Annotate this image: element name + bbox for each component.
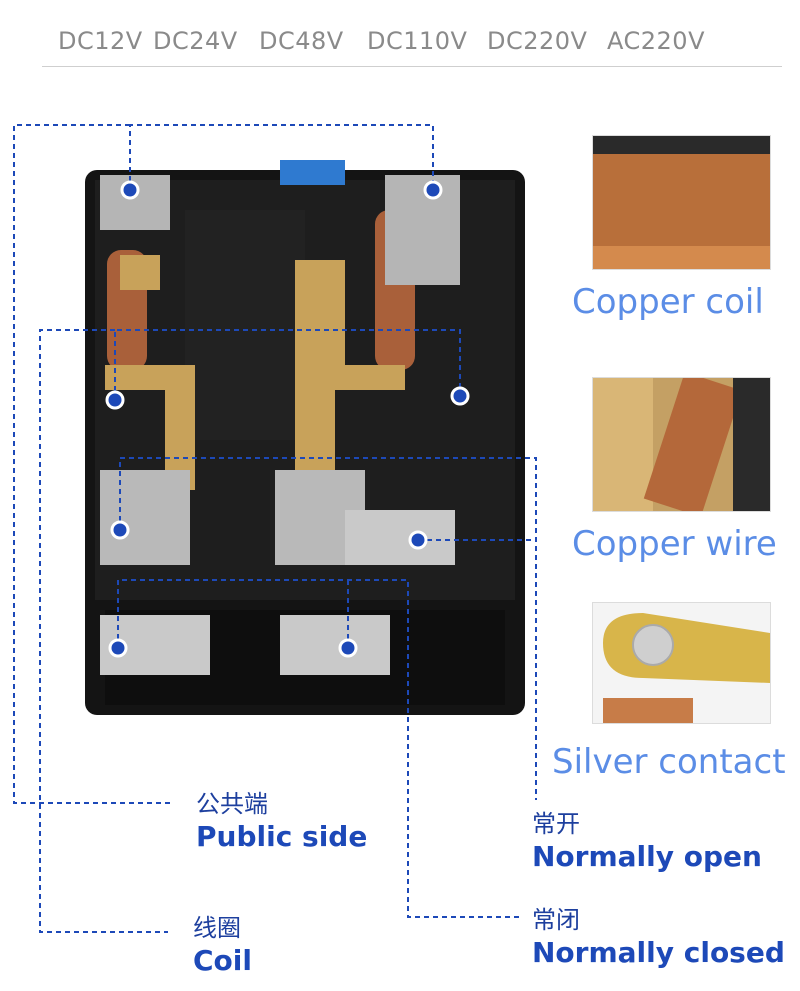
copper-coil-placeholder bbox=[593, 136, 770, 269]
coil-label-en: Coil bbox=[193, 944, 252, 977]
divider-line bbox=[42, 66, 782, 67]
voltage-dc24v: DC24V bbox=[153, 27, 238, 55]
voltage-dc220v: DC220V bbox=[487, 27, 588, 55]
public-side-label-cn: 公共端 bbox=[196, 790, 268, 818]
normally-open-label: 常开 Normally open bbox=[532, 808, 762, 874]
voltage-options: DC12V DC24V DC48V DC110V DC220V AC220V bbox=[0, 27, 800, 57]
normally-closed-label: 常闭 Normally closed bbox=[532, 904, 785, 970]
voltage-dc12v: DC12V bbox=[58, 27, 143, 55]
copper-wire-placeholder bbox=[593, 378, 770, 511]
copper-coil-photo bbox=[592, 135, 771, 270]
voltage-dc48v: DC48V bbox=[259, 27, 344, 55]
public-side-label-en: Public side bbox=[196, 820, 368, 853]
relay-photo-placeholder bbox=[85, 160, 525, 715]
normally-closed-label-cn: 常闭 bbox=[532, 906, 580, 934]
coil-label-cn: 线圈 bbox=[193, 914, 241, 942]
voltage-dc110v: DC110V bbox=[367, 27, 468, 55]
normally-open-label-cn: 常开 bbox=[532, 810, 580, 838]
voltage-ac220v: AC220V bbox=[607, 27, 705, 55]
copper-coil-caption: Copper coil bbox=[572, 282, 764, 322]
normally-open-label-en: Normally open bbox=[532, 840, 762, 873]
silver-contact-placeholder bbox=[593, 603, 770, 723]
public-side-label: 公共端 Public side bbox=[196, 788, 367, 854]
coil-label: 线圈 Coil bbox=[193, 912, 252, 978]
silver-contact-photo bbox=[592, 602, 771, 724]
relay-photo bbox=[45, 150, 530, 720]
normally-closed-label-en: Normally closed bbox=[532, 936, 785, 969]
copper-wire-caption: Copper wire bbox=[572, 524, 777, 564]
copper-wire-photo bbox=[592, 377, 771, 512]
silver-contact-caption: Silver contact bbox=[552, 742, 786, 782]
